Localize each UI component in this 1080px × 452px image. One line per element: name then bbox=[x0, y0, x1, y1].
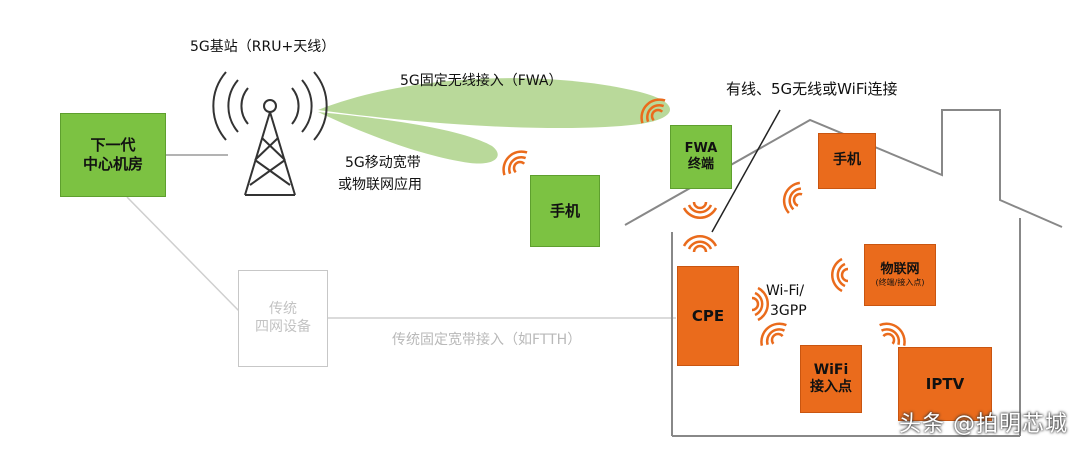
mobile-beam bbox=[318, 112, 498, 164]
signal-icon bbox=[682, 235, 718, 253]
phone-home-box: 手机 bbox=[818, 133, 876, 189]
wifi-label-line2: 3GPP bbox=[770, 303, 807, 319]
fwa-terminal-box: FWA 终端 bbox=[670, 125, 732, 189]
legacy-line1: 传统 bbox=[269, 301, 297, 317]
signal-icon bbox=[682, 201, 718, 219]
watermark: 头条 @拍明芯城 bbox=[899, 412, 1068, 437]
legacy-equipment-box: 传统 四网设备 bbox=[238, 270, 328, 367]
datacenter-line2: 中心机房 bbox=[82, 155, 143, 173]
legacy-line2: 四网设备 bbox=[255, 318, 311, 335]
mobile-label-line1: 5G移动宽带 bbox=[345, 155, 421, 171]
ftth-label: 传统固定宽带接入（如FTTH） bbox=[392, 332, 582, 348]
cpe-box: CPE bbox=[677, 266, 739, 366]
iot-line2: (终端/接入点) bbox=[875, 278, 925, 288]
datacenter-box: 下一代 中心机房 bbox=[60, 113, 166, 197]
signal-icon bbox=[760, 322, 787, 346]
signal-icon bbox=[831, 257, 849, 293]
signal-icon bbox=[751, 286, 769, 322]
fwa-beam bbox=[318, 78, 670, 129]
callout-line bbox=[711, 109, 781, 233]
phone-home-label: 手机 bbox=[833, 152, 861, 169]
phone-outside-label: 手机 bbox=[549, 201, 580, 220]
fwa-terminal-line1: FWA bbox=[684, 140, 718, 156]
iptv-label: IPTV bbox=[925, 374, 965, 393]
base-station-label: 5G基站（RRU+天线） bbox=[190, 39, 336, 55]
signal-icon bbox=[640, 98, 666, 124]
cpe-label: CPE bbox=[691, 306, 725, 325]
signal-icon bbox=[502, 150, 528, 176]
datacenter-line1: 下一代 bbox=[90, 136, 136, 155]
iptv-box: IPTV bbox=[898, 347, 992, 421]
iot-box: 物联网 (终端/接入点) bbox=[864, 244, 936, 306]
signal-icon bbox=[879, 322, 906, 346]
fwa-access-label: 5G固定无线接入（FWA） bbox=[400, 73, 563, 89]
signal-icon bbox=[782, 181, 803, 214]
wifi-label-line1: Wi-Fi/ bbox=[766, 283, 805, 299]
iot-line1: 物联网 bbox=[880, 261, 920, 277]
mobile-label-line2: 或物联网应用 bbox=[338, 177, 422, 193]
wifi-ap-line2: 接入点 bbox=[810, 379, 852, 395]
home-link-label: 有线、5G无线或WiFi连接 bbox=[726, 80, 898, 98]
wifi-ap-box: WiFi 接入点 bbox=[800, 345, 862, 413]
wifi-ap-line1: WiFi bbox=[813, 361, 849, 378]
cell-tower-icon bbox=[212, 71, 328, 196]
phone-outside-box: 手机 bbox=[530, 175, 600, 247]
legacy-link bbox=[126, 196, 241, 313]
fwa-terminal-line2: 终端 bbox=[687, 157, 714, 172]
house-roof bbox=[624, 109, 1063, 228]
